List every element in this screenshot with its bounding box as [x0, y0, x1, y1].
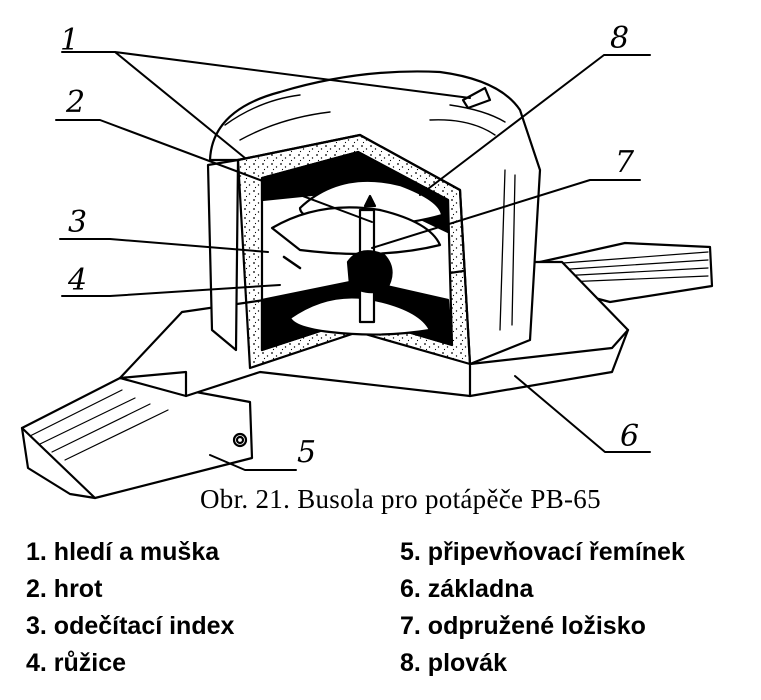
legend-right-column: 5. připevňovací řemínek 6. základna 7. o… [400, 534, 685, 682]
legend-item: 6. základna [400, 575, 534, 603]
callout-1: 1 [60, 23, 79, 58]
legend-item: 8. plovák [400, 649, 507, 677]
legend-item: 1. hledí a muška [26, 538, 220, 566]
left-strap [20, 376, 254, 500]
callout-6: 6 [620, 419, 639, 454]
legend-left-column: 1. hledí a muška 2. hrot 3. odečítací in… [26, 534, 234, 682]
legend-item: 7. odpružené ložisko [400, 612, 646, 640]
callout-7: 7 [615, 145, 635, 180]
leader-lines [55, 51, 651, 471]
figure-caption: Obr. 21. Busola pro potápěče PB-65 [200, 484, 601, 514]
housing [206, 70, 542, 366]
callout-3: 3 [68, 205, 87, 240]
legend-item: 2. hrot [26, 575, 103, 603]
callout-2: 2 [65, 85, 85, 120]
compass-cutaway-drawing: 1 2 3 4 5 6 7 8 [20, 21, 714, 500]
float-and-rose [270, 179, 444, 336]
legend-item: 5. připevňovací řemínek [400, 538, 685, 566]
legend-item: 3. odečítací index [26, 612, 235, 640]
callout-8: 8 [610, 21, 629, 56]
callout-4: 4 [67, 263, 87, 298]
callout-5: 5 [297, 435, 316, 470]
legend-item: 4. růžice [26, 649, 127, 677]
